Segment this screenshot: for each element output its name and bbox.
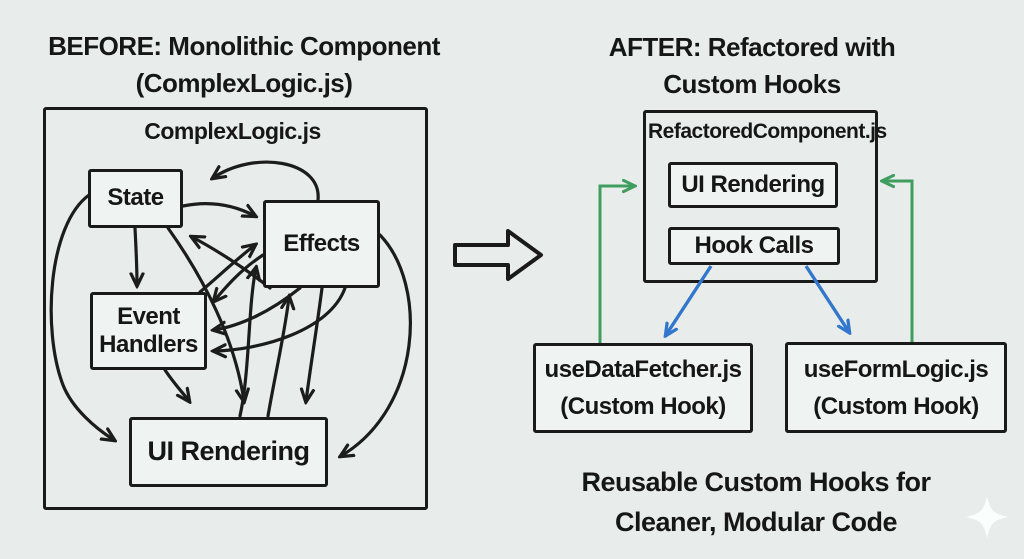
edge-hook-calls-to-useformlogic xyxy=(804,265,849,332)
before-after-arrow-icon xyxy=(453,229,543,281)
after-title-line2: Custom Hooks xyxy=(663,69,841,99)
node-hook-calls-label: Hook Calls xyxy=(694,231,814,259)
before-title-line1: BEFORE: Monolithic Component xyxy=(48,31,440,61)
node-ui-rendering: UI Rendering xyxy=(129,417,328,487)
edge-state-to-ui-rendering-mid xyxy=(166,226,244,401)
refactored-component-box xyxy=(643,110,878,283)
node-after-ui-rendering: UI Rendering xyxy=(668,162,838,208)
node-useformlogic: useFormLogic.js (Custom Hook) xyxy=(785,342,1007,433)
node-after-ui-rendering-label: UI Rendering xyxy=(681,170,825,198)
edge-effects-to-ui-rendering xyxy=(306,286,324,401)
node-event-handlers-label: Event Handlers xyxy=(99,302,198,358)
node-state-label: State xyxy=(107,184,164,212)
edge-state-to-ui-rendering xyxy=(49,193,114,440)
refactored-component-label: RefactoredComponent.js xyxy=(648,120,887,143)
edge-effects-to-event-handlers-b xyxy=(214,286,302,330)
node-ui-rendering-label: UI Rendering xyxy=(147,436,310,467)
edge-effects-to-event-handlers-a xyxy=(214,253,265,301)
node-hook-calls: Hook Calls xyxy=(668,227,840,265)
edge-ui-rendering-to-effects-bottom xyxy=(266,297,289,418)
after-title: AFTER: Refactored with Custom Hooks xyxy=(537,29,967,103)
before-title-line2: (ComplexLogic.js) xyxy=(135,68,353,98)
sparkle-icon xyxy=(966,496,1008,538)
after-caption: Reusable Custom Hooks for Cleaner, Modul… xyxy=(535,462,977,542)
after-caption-line1: Reusable Custom Hooks for xyxy=(581,467,931,497)
after-caption-line2: Cleaner, Modular Code xyxy=(614,507,898,537)
edge-effects-to-state xyxy=(213,160,320,202)
edge-hook-calls-to-usedatafetcher xyxy=(666,265,713,335)
node-state: State xyxy=(88,169,183,228)
edge-effects-to-ui-rendering-right-arc xyxy=(341,233,412,456)
node-event-handlers: Event Handlers xyxy=(90,292,207,370)
edge-state-to-event-handlers xyxy=(135,226,137,285)
usedatafetcher-filename: useDataFetcher.js xyxy=(544,356,742,383)
complexlogic-container-box xyxy=(43,107,428,510)
complexlogic-container-label: ComplexLogic.js xyxy=(144,118,321,144)
node-usedatafetcher: useDataFetcher.js (Custom Hook) xyxy=(533,343,753,433)
edge-ui-rendering-to-state xyxy=(192,237,272,290)
edge-state-to-effects xyxy=(181,202,255,216)
edge-useformlogic-to-ui-rendering xyxy=(883,181,914,342)
usedatafetcher-subtitle: (Custom Hook) xyxy=(560,393,726,420)
useformlogic-filename: useFormLogic.js xyxy=(803,355,989,383)
edge-usedatafetcher-to-ui-rendering xyxy=(598,186,634,343)
useformlogic-subtitle: (Custom Hook) xyxy=(813,392,979,420)
after-title-line1: AFTER: Refactored with xyxy=(608,32,896,62)
before-title: BEFORE: Monolithic Component (ComplexLog… xyxy=(20,28,468,102)
node-effects-label: Effects xyxy=(283,229,360,257)
edge-ui-rendering-to-event-handlers xyxy=(214,286,347,351)
edge-event-handlers-to-ui-rendering xyxy=(163,368,189,401)
node-effects: Effects xyxy=(263,200,380,288)
